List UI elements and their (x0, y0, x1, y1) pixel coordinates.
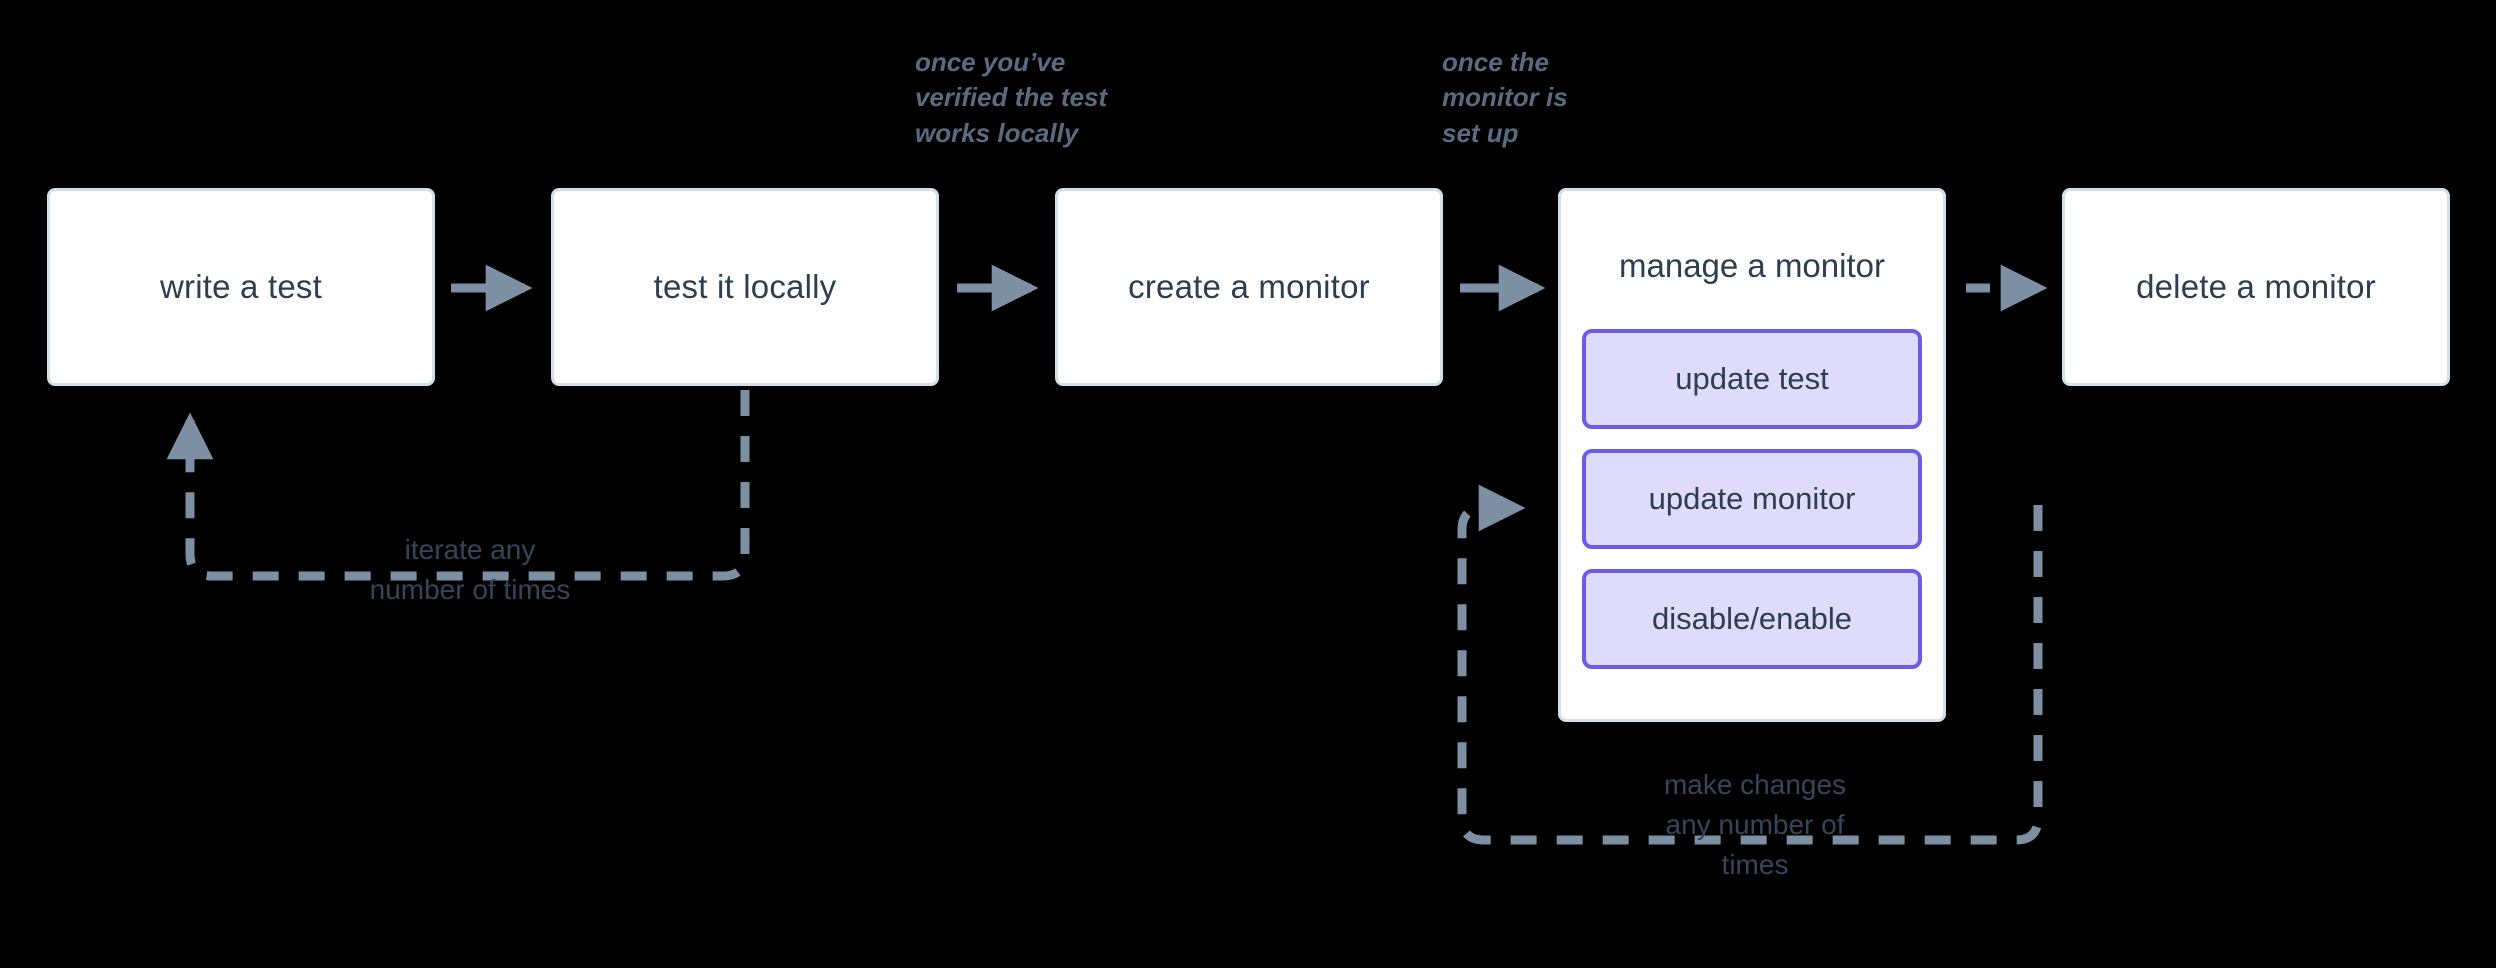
note-once-verified: once you’ve verified the test works loca… (915, 47, 1108, 148)
loop-label-make-changes: make changes any number of times (1663, 769, 1847, 880)
action-label-update-test: update test (1675, 361, 1829, 396)
loop-label-iterate: iterate any number of times (369, 534, 571, 605)
manage-actions-list: update test update monitor disable/enabl… (1561, 329, 1943, 669)
action-box-disable-enable[interactable]: disable/enable (1582, 569, 1922, 669)
action-box-update-test[interactable]: update test (1582, 329, 1922, 429)
action-box-update-monitor[interactable]: update monitor (1582, 449, 1922, 549)
step-label-manage-a-monitor: manage a monitor (1619, 247, 1885, 284)
step-box-write-a-test[interactable]: write a test (47, 188, 435, 386)
step-box-manage-a-monitor[interactable]: manage a monitor update test update moni… (1558, 188, 1946, 722)
action-label-disable-enable: disable/enable (1652, 601, 1852, 636)
step-label-write-a-test: write a test (160, 268, 322, 306)
step-label-delete-a-monitor: delete a monitor (2136, 268, 2376, 306)
step-box-delete-a-monitor[interactable]: delete a monitor (2062, 188, 2450, 386)
step-label-test-it-locally: test it locally (653, 268, 837, 306)
step-box-create-a-monitor[interactable]: create a monitor (1055, 188, 1443, 386)
action-label-update-monitor: update monitor (1648, 481, 1856, 516)
step-label-create-a-monitor: create a monitor (1128, 268, 1370, 306)
note-once-monitor-set-up: once the monitor is set up (1442, 47, 1568, 148)
step-box-test-it-locally[interactable]: test it locally (551, 188, 939, 386)
